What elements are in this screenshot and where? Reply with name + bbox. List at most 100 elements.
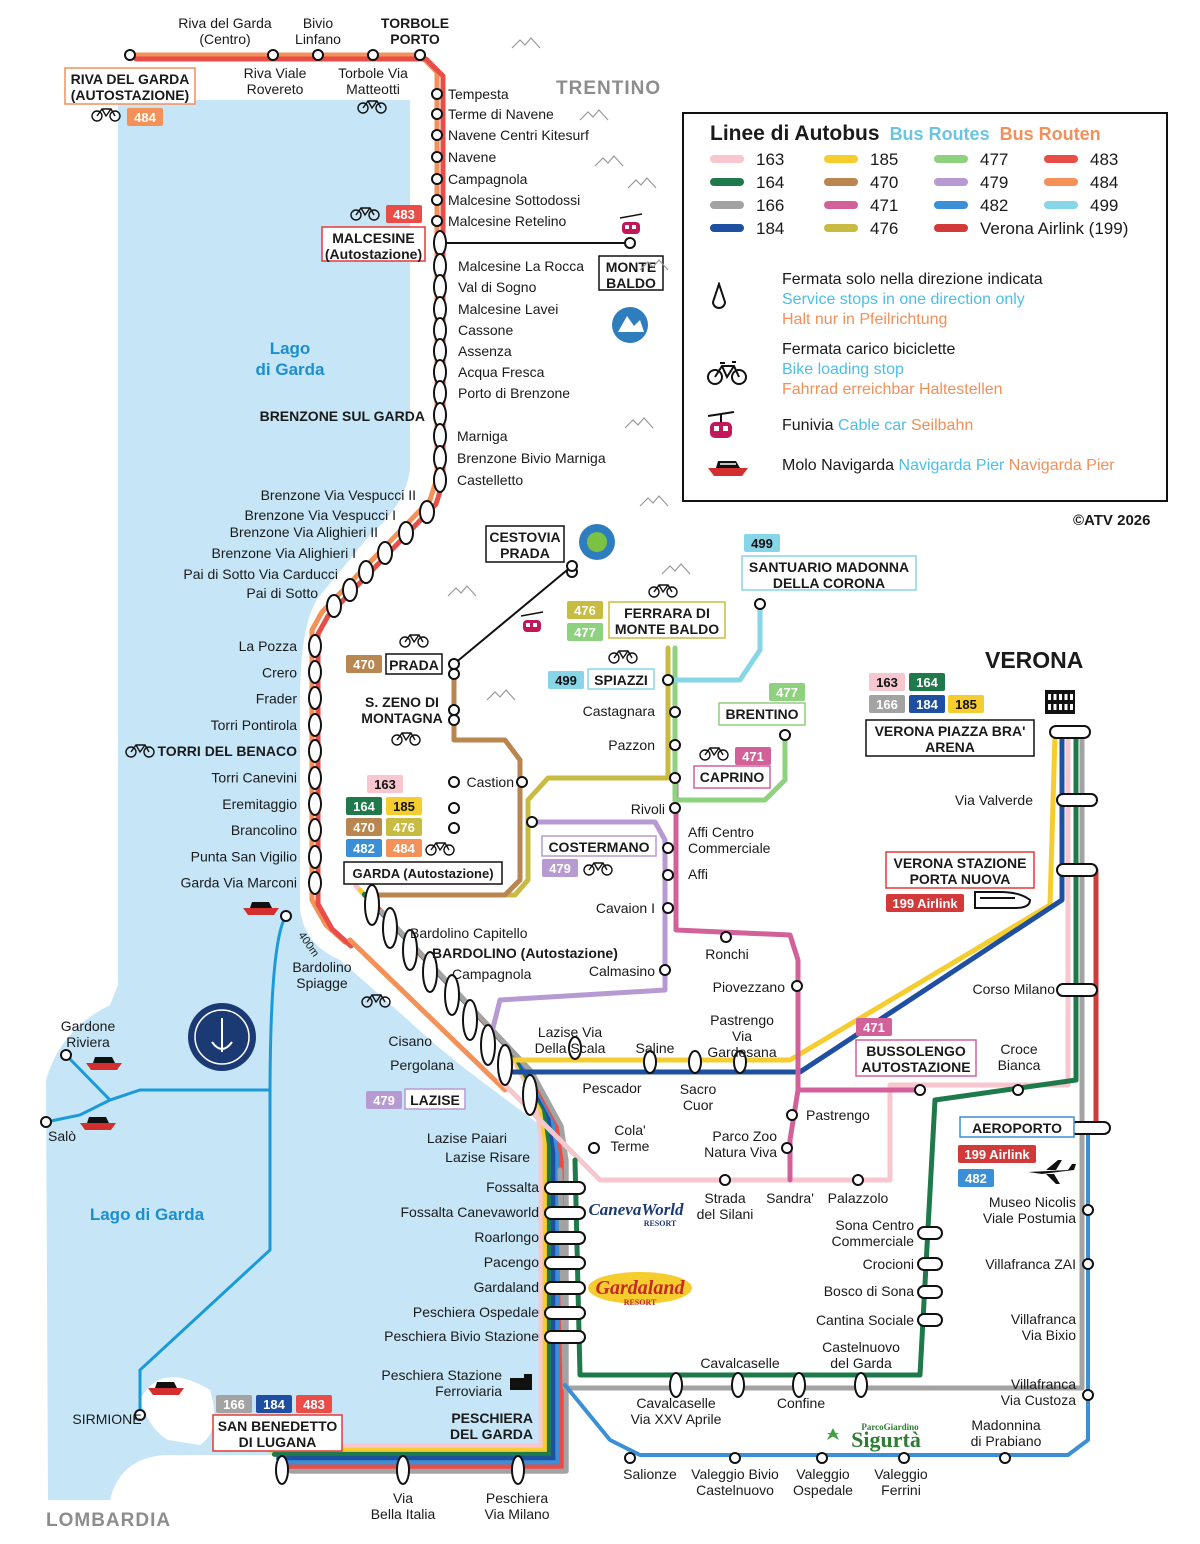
route-166-verona bbox=[557, 732, 1085, 1391]
stop-marker-hill-5 bbox=[624, 237, 636, 249]
legend-bike-en: Bike loading stop bbox=[782, 361, 904, 378]
route-badge-text: 484 bbox=[134, 110, 156, 125]
bicycle-icon bbox=[399, 634, 429, 648]
stop-marker-inland-11 bbox=[720, 931, 732, 943]
route-swatch bbox=[824, 223, 858, 232]
route-badge-text: 166 bbox=[876, 697, 898, 712]
legend-pier-text: Molo Navigarda Navigarda Pier Navigarda … bbox=[782, 456, 1115, 476]
bicycle-icon bbox=[361, 994, 391, 1008]
stop-marker-south-0 bbox=[544, 1181, 586, 1195]
route-470 bbox=[377, 661, 523, 898]
stop-marker-saline-2 bbox=[688, 1050, 702, 1074]
stop-marker-inland-4 bbox=[669, 772, 681, 784]
train-icon bbox=[974, 891, 1032, 909]
stop-label-pazzon: Pazzon bbox=[608, 737, 655, 753]
stop-marker-airport-2 bbox=[1082, 1389, 1094, 1401]
stop-marker-prada-4 bbox=[448, 802, 460, 814]
legend-pier-en: Navigarda Pier bbox=[898, 457, 1005, 474]
mountain-icon bbox=[447, 585, 477, 597]
bicycle-icon bbox=[707, 361, 747, 385]
ferry-route-sirmione bbox=[138, 915, 288, 1415]
stop-marker-pesch-2 bbox=[275, 1455, 289, 1485]
cable-car-icon bbox=[520, 611, 544, 632]
mountain-icon bbox=[486, 689, 516, 701]
stop-label-cantina: Cantina Sociale bbox=[816, 1312, 914, 1328]
stop-label-confine: Confine bbox=[777, 1395, 825, 1411]
stop-box-san-benedetto bbox=[212, 1414, 343, 1452]
bicycle-icon bbox=[699, 747, 729, 761]
stop-marker-verona-2 bbox=[1056, 863, 1098, 877]
stop-marker-hill-1 bbox=[448, 658, 460, 670]
route-badge-garda-484 bbox=[386, 839, 422, 857]
boat-icon bbox=[86, 1057, 122, 1070]
route-label: 484 bbox=[1090, 173, 1119, 192]
stop-marker-west-5 bbox=[308, 766, 322, 790]
stop-label-riva-auto: RIVA DEL GARDA(AUTOSTAZIONE) bbox=[71, 71, 190, 103]
stop-label-val-sogno: Val di Sogno bbox=[458, 279, 537, 295]
stop-marker-pier-0 bbox=[280, 910, 292, 922]
route-badge-text: 164 bbox=[916, 675, 938, 690]
stop-marker-inland-17 bbox=[588, 1142, 600, 1154]
stop-marker-garda-6 bbox=[480, 1024, 496, 1066]
legend-title-it: Linee di Autobus bbox=[710, 122, 880, 145]
cable-car-icon bbox=[619, 213, 643, 234]
stop-label-brenzone: BRENZONE SUL GARDA bbox=[260, 408, 425, 424]
stop-marker-west-2 bbox=[308, 686, 322, 710]
stop-label-affi: Affi bbox=[688, 866, 708, 882]
stop-marker-north-1 bbox=[267, 49, 279, 61]
stops-layer bbox=[40, 49, 1111, 1485]
mountain-icon bbox=[661, 563, 691, 575]
stop-label-cisano: Cisano bbox=[388, 1033, 432, 1049]
route-badge-text: 163 bbox=[876, 675, 898, 690]
stop-marker-airport-1 bbox=[1082, 1258, 1094, 1270]
stop-marker-sona-0 bbox=[917, 1226, 943, 1240]
stop-marker-north-3 bbox=[367, 49, 379, 61]
route-label: 470 bbox=[870, 173, 899, 192]
bicycle-icon bbox=[583, 862, 613, 876]
stop-marker-hill-0 bbox=[566, 560, 578, 572]
stop-label-palazzolo: Palazzolo bbox=[828, 1190, 889, 1206]
stop-label-costermano: COSTERMANO bbox=[548, 839, 649, 855]
canevaworld-logo: CanevaWorld bbox=[588, 1200, 684, 1219]
stop-box-prada bbox=[385, 653, 443, 675]
stop-label-marconi: Garda Via Marconi bbox=[181, 875, 297, 891]
route-badge-text: 184 bbox=[263, 1397, 285, 1412]
stop-marker-prada-2 bbox=[448, 714, 460, 726]
stop-marker-diag-0 bbox=[419, 500, 435, 524]
cable-prada bbox=[453, 565, 573, 665]
stop-marker-garda-7 bbox=[497, 1044, 513, 1086]
route-badge-garda-476 bbox=[386, 818, 422, 836]
bicycle-icon bbox=[91, 108, 121, 122]
route-badge-text: 483 bbox=[303, 1397, 325, 1412]
route-badge-text: 185 bbox=[393, 799, 415, 814]
lake-garda bbox=[46, 85, 540, 1500]
stop-marker-hill-3 bbox=[516, 776, 528, 788]
stop-marker-west-7 bbox=[308, 818, 322, 842]
stop-label-castelletto: Castelletto bbox=[457, 472, 523, 488]
stop-label-campagnola-s: Campagnola bbox=[452, 966, 532, 982]
route-label: 166 bbox=[756, 196, 785, 215]
icons-layer: GESTIONE NAVIGAZIONE LAGHI ITALIACanevaW… bbox=[80, 37, 1076, 1452]
stop-marker-north-2 bbox=[312, 49, 324, 61]
stop-marker-inland-18 bbox=[914, 1084, 926, 1096]
stop-marker-pier-2 bbox=[40, 1116, 52, 1128]
stop-label-bard-capitello: Bardolino Capitello bbox=[410, 925, 528, 941]
bicycle-icon bbox=[125, 744, 155, 758]
bicycle-icon bbox=[391, 732, 421, 746]
ferry-route-gardone bbox=[64, 1053, 270, 1102]
legend-route-185: 185 bbox=[824, 149, 898, 171]
bicycle-icon bbox=[357, 100, 387, 114]
stop-marker-malc-n-1 bbox=[431, 108, 443, 120]
stop-marker-west-3 bbox=[308, 713, 322, 737]
legend-route-verona-airlink-199-: Verona Airlink (199) bbox=[934, 218, 1128, 240]
stop-label-villafranca-zai: Villafranca ZAI bbox=[985, 1256, 1076, 1272]
stop-label-pontirola: Torri Pontirola bbox=[211, 717, 298, 733]
stop-marker-malc-n-5 bbox=[431, 194, 443, 206]
stop-label-malc-retelino: Malcesine Retelino bbox=[448, 213, 566, 229]
